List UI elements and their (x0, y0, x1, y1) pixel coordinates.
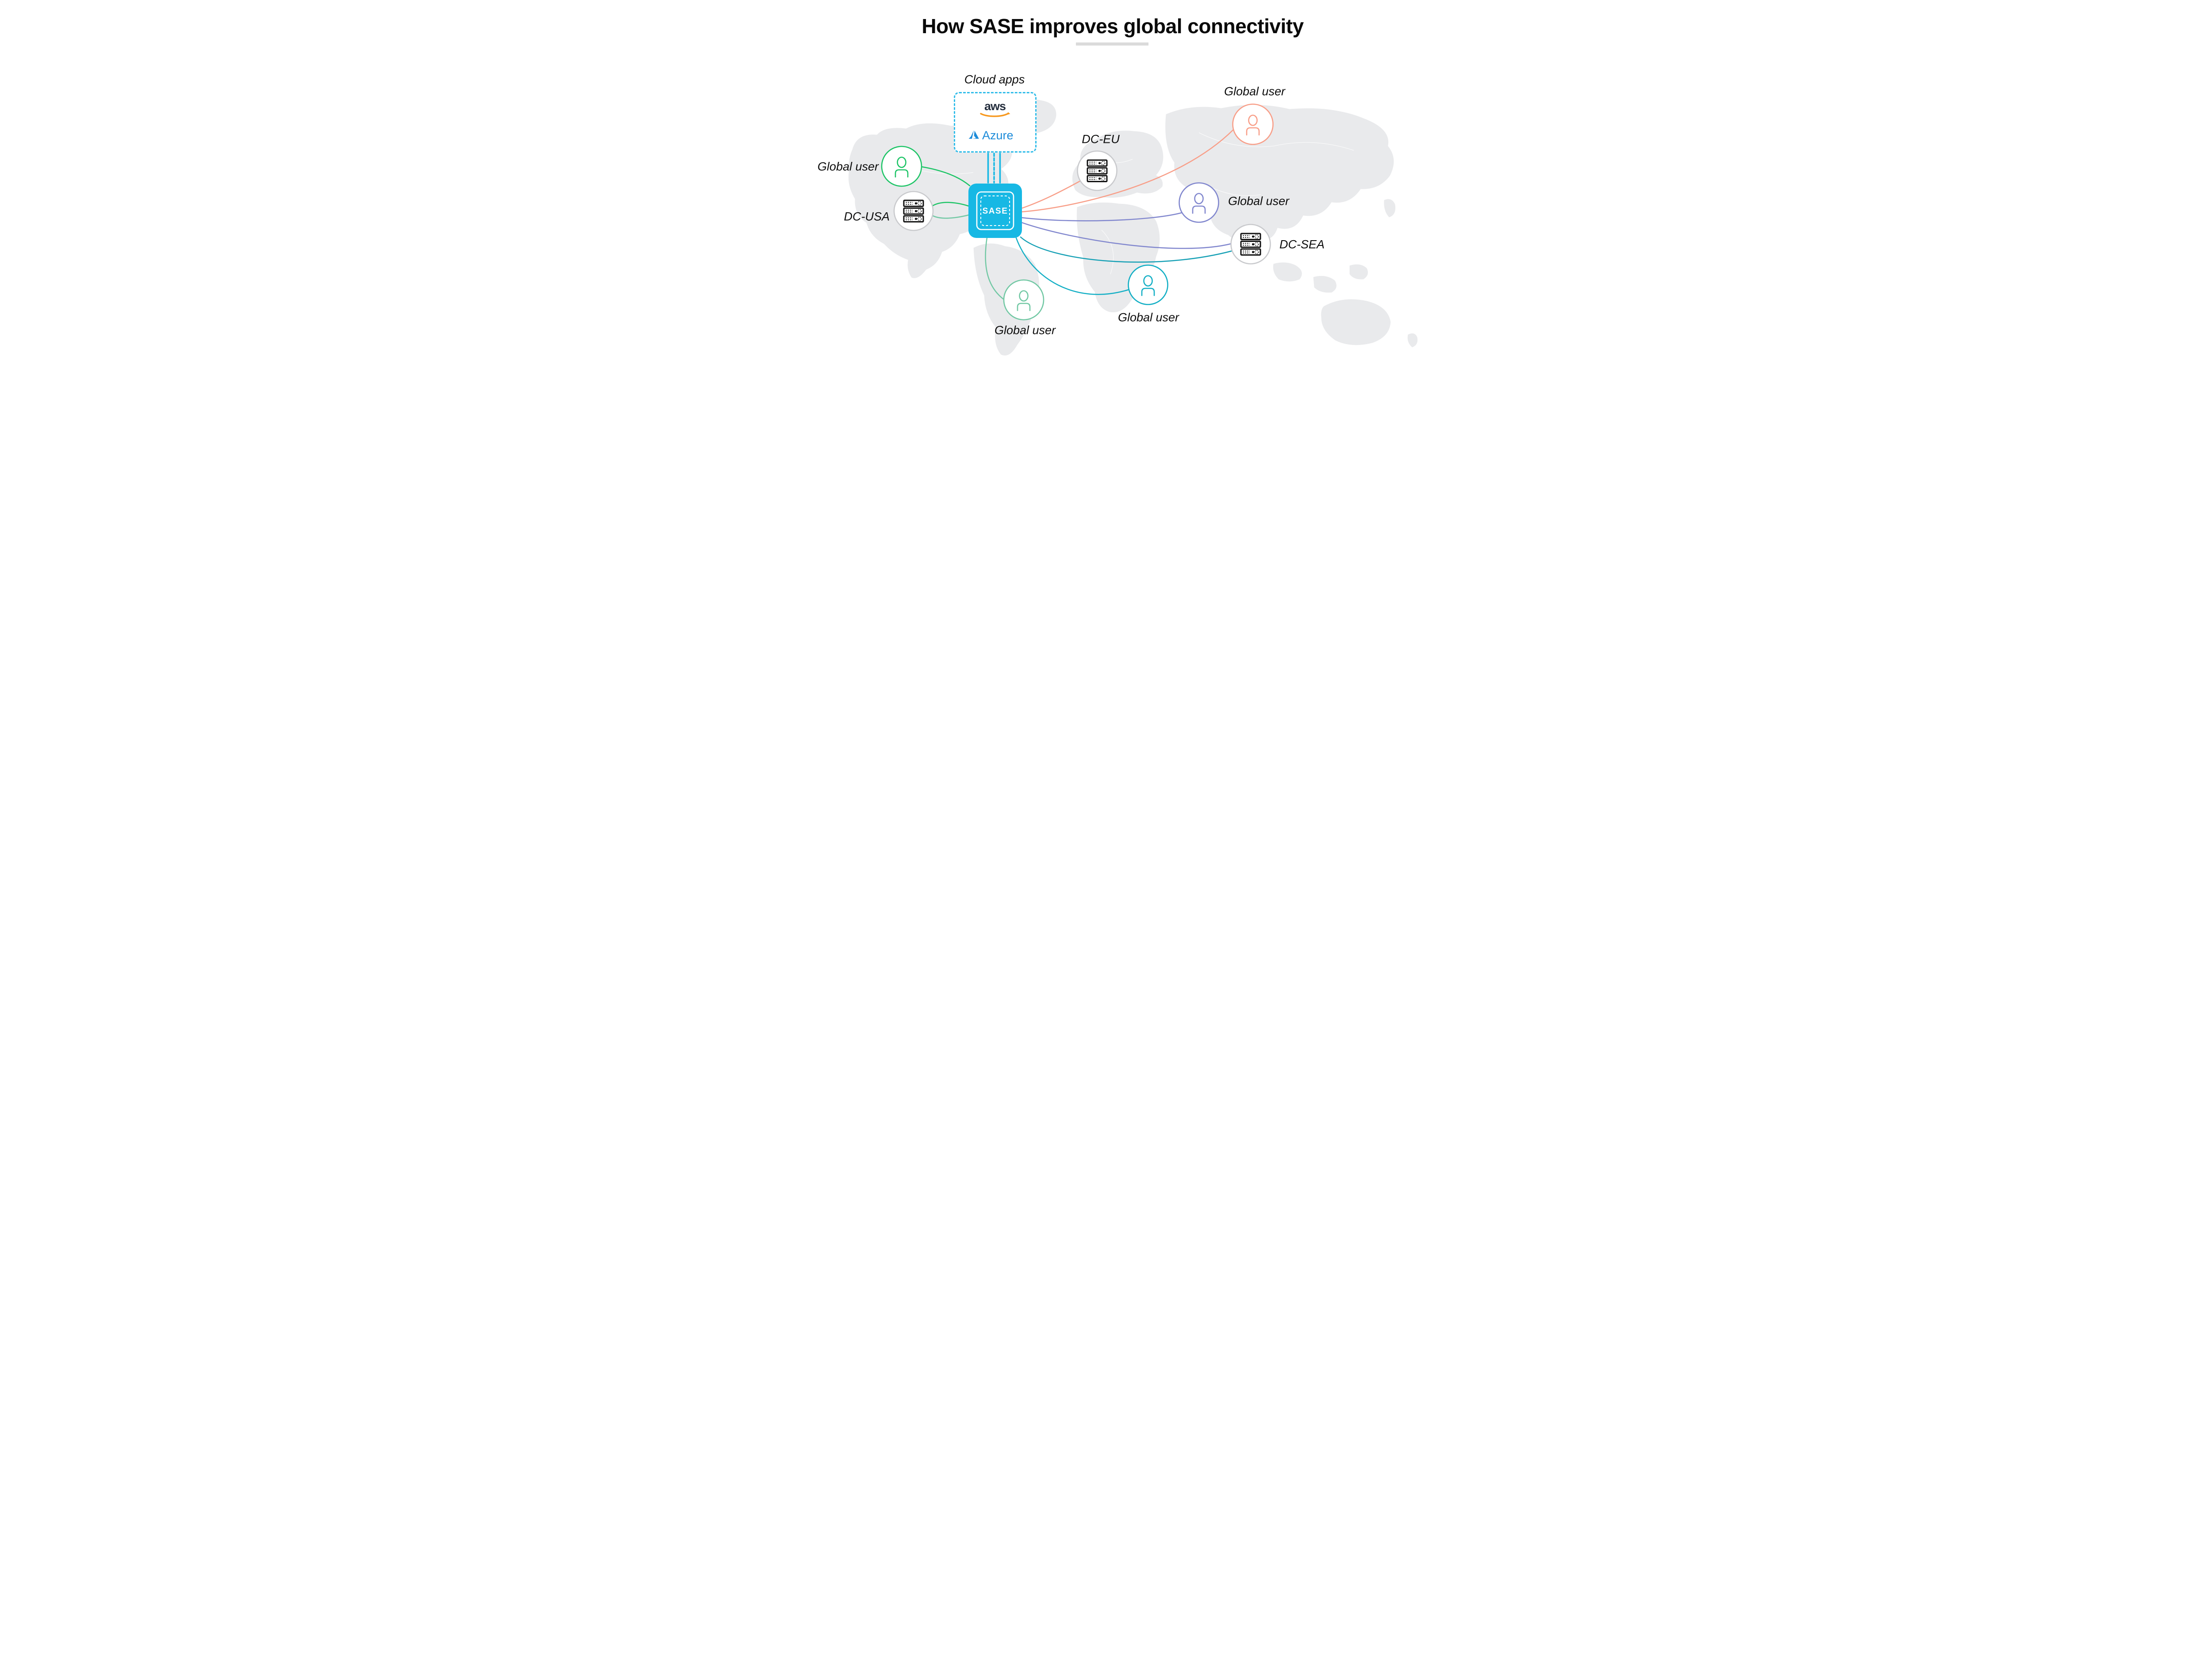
connection-dc-usa-sase-mint (931, 214, 970, 219)
server-icon (1240, 233, 1261, 256)
node-label-user-south: Global user (1118, 310, 1179, 324)
cloud-apps-label: Cloud apps (964, 73, 1025, 86)
user-circle (881, 146, 922, 187)
connection-sase-user-central (1021, 212, 1183, 222)
connection-sase-dc-sea-teal (1020, 236, 1233, 263)
node-label-dc-usa: DC-USA (844, 210, 890, 223)
node-dc-eu (1077, 150, 1118, 191)
user-icon (1017, 290, 1031, 311)
connections (921, 129, 1234, 300)
sase-label: SASE (983, 207, 1008, 216)
user-circle (1003, 279, 1045, 321)
node-dc-sea (1230, 224, 1271, 264)
map-japan (1383, 199, 1396, 218)
node-user-central (1179, 182, 1219, 223)
aws-logo: aws (980, 100, 1010, 117)
azure-logo-text: Azure (982, 129, 1014, 142)
aws-smile-icon (980, 112, 1009, 117)
title-divider (1076, 42, 1148, 46)
connection-sase-user-southwest (985, 237, 1005, 300)
user-circle (1232, 103, 1274, 145)
map-island-1 (1272, 262, 1303, 282)
user-circle (1179, 182, 1219, 223)
node-dc-usa (893, 191, 934, 231)
node-label-user-west: Global user (817, 160, 879, 173)
diagram-canvas: How SASE improves global connectivity Cl… (765, 0, 1447, 383)
node-label-dc-eu: DC-EU (1082, 132, 1120, 146)
aws-logo-text: aws (984, 100, 1006, 113)
node-label-user-southwest: Global user (994, 323, 1056, 337)
server-icon (1087, 159, 1108, 182)
sase-node: SASE (968, 184, 1022, 238)
azure-logo: Azure (968, 129, 1014, 142)
map-island-3 (1349, 264, 1369, 280)
cloud-apps-box (954, 92, 1037, 153)
sase-inner-border (976, 191, 1014, 230)
user-icon (1141, 275, 1155, 296)
map-island-2 (1313, 275, 1337, 293)
map-australia (1321, 299, 1391, 346)
connection-sase-user-northeast (1021, 129, 1234, 213)
azure-icon (968, 130, 979, 139)
connection-sase-dc-sea-purple (1021, 222, 1232, 249)
user-icon (1246, 115, 1260, 136)
user-circle (1128, 264, 1168, 305)
server-icon (903, 199, 924, 222)
user-icon (1192, 193, 1206, 214)
page-title: How SASE improves global connectivity (922, 15, 1304, 38)
node-user-southwest (1003, 279, 1045, 321)
sase-dashed-border-icon (980, 195, 1010, 226)
map-new-zealand (1407, 333, 1418, 348)
connection-sase-dc-eu (1021, 180, 1081, 209)
node-user-south (1128, 264, 1168, 305)
connection-user-west-sase (921, 166, 971, 187)
node-user-west (881, 146, 922, 187)
connection-dc-usa-sase-green (931, 202, 970, 207)
node-label-user-central: Global user (1228, 194, 1290, 208)
node-user-northeast (1232, 103, 1274, 145)
node-label-user-northeast: Global user (1224, 84, 1286, 98)
user-icon (895, 157, 909, 178)
node-label-dc-sea: DC-SEA (1279, 238, 1325, 251)
connection-sase-user-south (1015, 237, 1129, 295)
